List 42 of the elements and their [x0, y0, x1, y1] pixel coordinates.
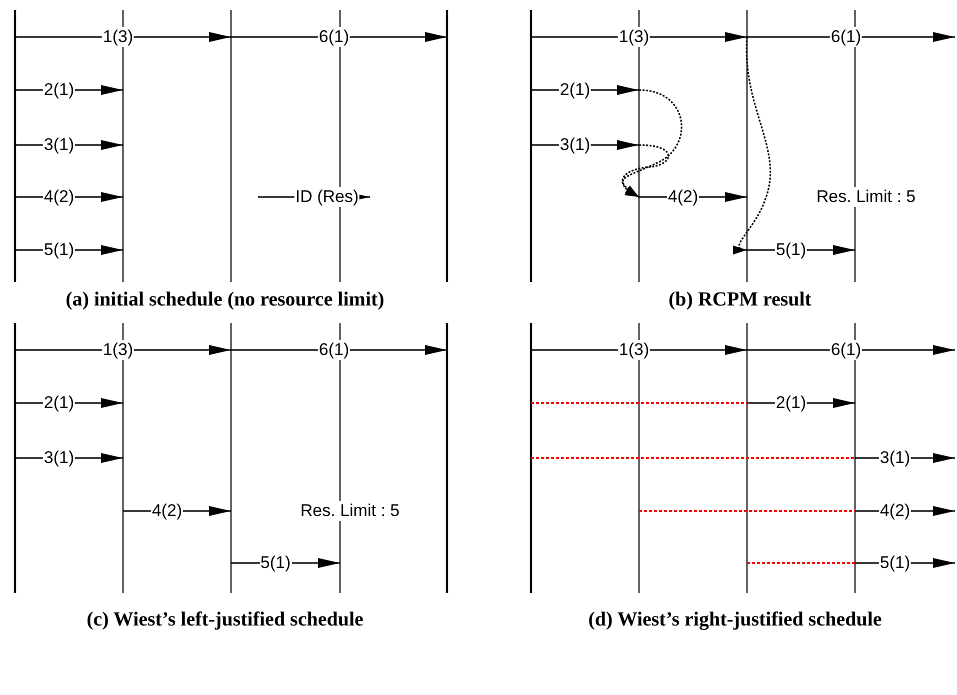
activity-label: 2(1): [774, 393, 808, 413]
activity-bar: [15, 25, 231, 49]
activity-label: 1(3): [102, 27, 134, 47]
activity-label: 3(1): [558, 135, 592, 155]
activity-label: 1(3): [618, 340, 650, 360]
activity-label: 5(1): [259, 553, 292, 573]
activity-bar: [531, 338, 747, 362]
activity-label: 1(3): [618, 27, 650, 47]
panel-caption: (d) Wiest’s right-justified schedule: [588, 608, 882, 632]
resource-limit-note: Res. Limit : 5: [299, 501, 401, 521]
activity-bar: [231, 338, 447, 362]
panel-caption: (a) initial schedule (no resource limit): [66, 288, 384, 312]
activity-label: 5(1): [42, 240, 76, 260]
activity-label: 2(1): [42, 393, 76, 413]
activity-label: 2(1): [558, 80, 592, 100]
legend-label: ID (Res): [294, 187, 360, 207]
resource-limit-note: Res. Limit : 5: [815, 187, 917, 207]
activity-label: 4(2): [878, 501, 912, 521]
dependency-arrow: [622, 89, 682, 198]
activity-label: 4(2): [150, 501, 184, 521]
panel-caption: (c) Wiest’s left-justified schedule: [86, 608, 364, 632]
activity-label: 5(1): [878, 553, 912, 573]
activity-label: 3(1): [42, 448, 76, 468]
activity-label: 4(2): [42, 187, 76, 207]
dependency-arrow: [622, 144, 670, 198]
activity-label: 5(1): [774, 240, 808, 260]
activity-label: 6(1): [830, 27, 862, 47]
activity-label: 3(1): [42, 135, 76, 155]
activity-label: 1(3): [102, 340, 134, 360]
activity-bar: [15, 338, 231, 362]
activity-bar: [747, 25, 955, 49]
activity-label: 6(1): [318, 27, 350, 47]
activity-label: 3(1): [878, 448, 912, 468]
activity-label: 6(1): [830, 340, 862, 360]
panel-caption: (b) RCPM result: [668, 288, 812, 312]
activity-label: 2(1): [42, 80, 76, 100]
activity-bar: [231, 25, 447, 49]
activity-label: 6(1): [318, 340, 350, 360]
activity-label: 4(2): [666, 187, 700, 207]
dependency-arrow: [732, 36, 772, 254]
activity-bar: [747, 338, 955, 362]
activity-bar: [531, 25, 747, 49]
